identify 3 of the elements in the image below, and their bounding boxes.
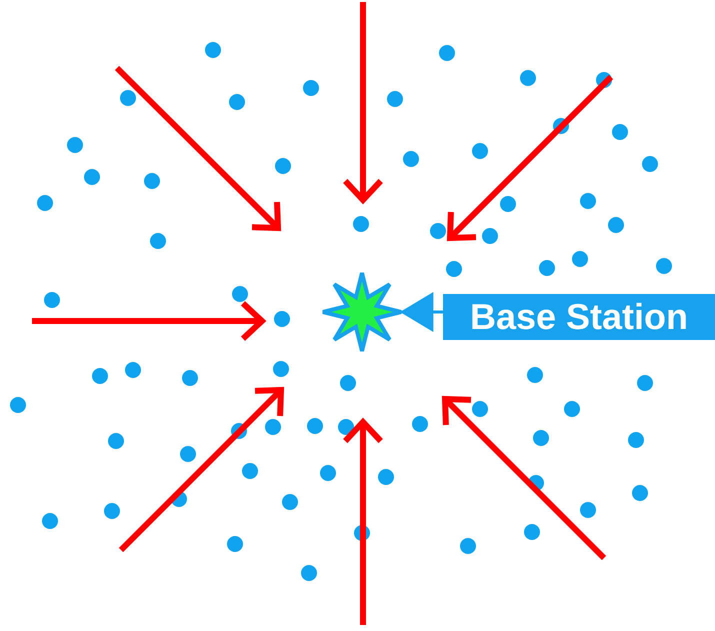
label-box: Base Station	[443, 294, 715, 340]
base-station-star	[321, 271, 403, 353]
pointer-arrow	[400, 292, 443, 332]
